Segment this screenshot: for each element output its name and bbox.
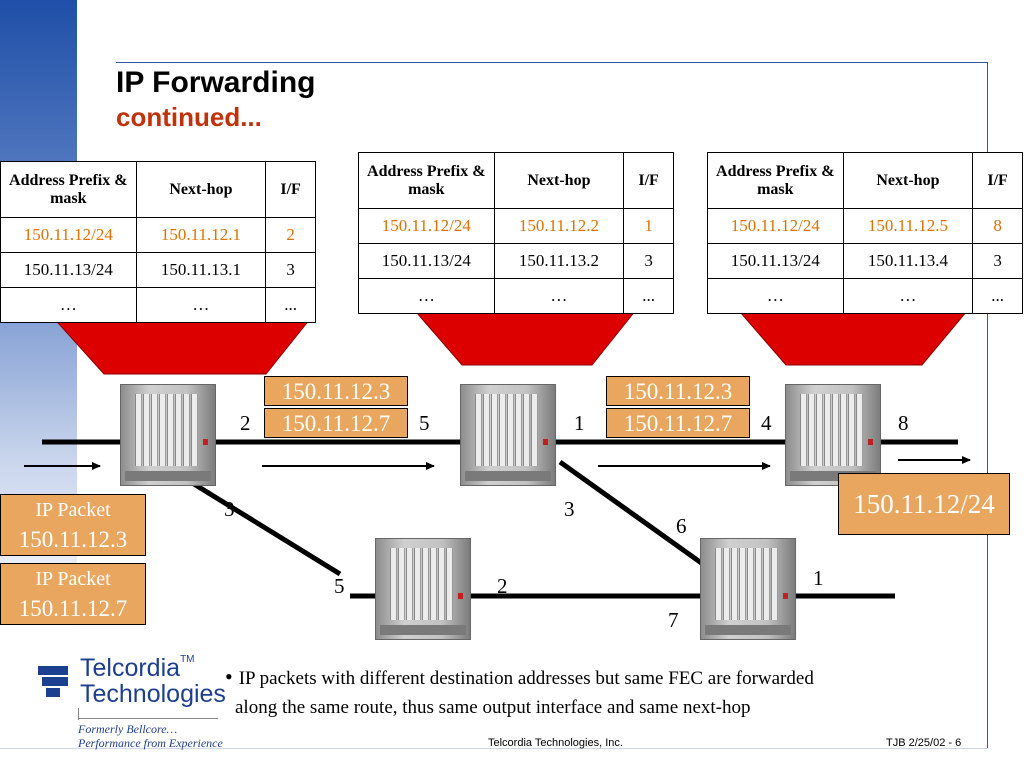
cell-prefix: … xyxy=(358,278,495,314)
interface-label: 4 xyxy=(761,411,772,435)
top-rule xyxy=(116,62,988,63)
cell-prefix: … xyxy=(707,278,844,314)
logo-divider xyxy=(78,708,79,720)
footer-slide-id: TJB 2/25/02 - 6 xyxy=(886,737,962,749)
cell-if: ... xyxy=(623,278,674,314)
routing-table-1: Address Prefix & mask Next-hop I/F 150.1… xyxy=(0,161,316,323)
cell-if: 1 xyxy=(623,208,674,244)
col-header-nexthop: Next-hop xyxy=(135,161,267,218)
col-header-prefix: Address Prefix & mask xyxy=(0,161,137,218)
table-row: 150.11.12/24 150.11.12.2 1 xyxy=(358,208,674,244)
packet-label: IP Packet xyxy=(35,568,111,590)
bottom-rule xyxy=(0,748,988,749)
cell-nexthop: … xyxy=(842,278,974,314)
interface-label: 1 xyxy=(813,566,824,590)
table-header-row: Address Prefix & mask Next-hop I/F xyxy=(707,152,1023,209)
cell-prefix: 150.11.12/24 xyxy=(358,208,495,244)
table-row: … … ... xyxy=(0,287,316,323)
table-row: … … ... xyxy=(358,278,674,314)
table-header-row: Address Prefix & mask Next-hop I/F xyxy=(0,161,316,218)
cell-nexthop: 150.11.13.1 xyxy=(135,252,267,288)
footer-company: Telcordia Technologies, Inc. xyxy=(488,737,623,749)
telcordia-logo-icon: TelcordiaTM Technologies Formerly Bellco… xyxy=(30,650,230,750)
lookup-funnel-icon-1 xyxy=(49,314,315,375)
table-row: … … ... xyxy=(707,278,1023,314)
interface-label: 8 xyxy=(898,411,909,435)
col-header-if: I/F xyxy=(265,161,316,218)
address-box: 150.11.12.7 xyxy=(606,408,750,438)
logo-mark-icon xyxy=(38,666,68,697)
cell-prefix: 150.11.12/24 xyxy=(707,208,844,244)
col-header-nexthop: Next-hop xyxy=(842,152,974,209)
interface-label: 2 xyxy=(497,574,508,598)
table-row: 150.11.13/24 150.11.13.4 3 xyxy=(707,243,1023,279)
table-row: 150.11.13/24 150.11.13.1 3 xyxy=(0,252,316,288)
cell-if: 8 xyxy=(972,208,1023,244)
router-chassis-icon xyxy=(700,538,796,640)
cell-if: ... xyxy=(972,278,1023,314)
logo-name-line1: TelcordiaTM xyxy=(80,654,195,682)
lookup-funnel-icon-2 xyxy=(409,305,641,366)
logo-tagline-1: Formerly Bellcore… xyxy=(78,722,178,736)
side-gradient-bar xyxy=(0,0,77,768)
cell-prefix: 150.11.12/24 xyxy=(0,217,137,253)
bullet-line-2: along the same route, thus same output i… xyxy=(235,697,751,718)
col-header-nexthop: Next-hop xyxy=(493,152,625,209)
interface-label: 5 xyxy=(334,574,345,598)
router-chassis-icon xyxy=(460,384,556,486)
slide-subtitle: continued... xyxy=(116,102,262,132)
cell-prefix: 150.11.13/24 xyxy=(358,243,495,279)
col-header-prefix: Address Prefix & mask xyxy=(707,152,844,209)
right-rule xyxy=(987,62,988,748)
slide-title: IP Forwarding xyxy=(116,66,316,99)
cell-if: 2 xyxy=(265,217,316,253)
router-chassis-icon xyxy=(375,538,471,640)
col-header-if: I/F xyxy=(972,152,1023,209)
cell-nexthop: 150.11.13.2 xyxy=(493,243,625,279)
table-row: 150.11.12/24 150.11.12.5 8 xyxy=(707,208,1023,244)
cell-if: 3 xyxy=(265,252,316,288)
router-chassis-icon xyxy=(785,384,881,486)
logo-divider xyxy=(78,718,218,719)
bullet-line-1: IP packets with different destination ad… xyxy=(238,668,814,689)
interface-label: 2 xyxy=(240,411,251,435)
lookup-funnel-icon-3 xyxy=(733,305,973,366)
bullet-text: •IP packets with different destination a… xyxy=(225,662,965,722)
ip-packet-2: IP Packet 150.11.12.7 xyxy=(0,563,146,625)
bullet-dot: • xyxy=(225,664,233,689)
interface-label: 3 xyxy=(224,497,235,521)
interface-label: 6 xyxy=(676,514,687,538)
cell-nexthop: 150.11.12.5 xyxy=(842,208,974,244)
interface-label: 3 xyxy=(564,497,575,521)
table-row: 150.11.13/24 150.11.13.2 3 xyxy=(358,243,674,279)
packet-address: 150.11.12.7 xyxy=(18,596,128,621)
cell-nexthop: … xyxy=(493,278,625,314)
cell-nexthop: 150.11.13.4 xyxy=(842,243,974,279)
interface-label: 5 xyxy=(419,411,430,435)
cell-nexthop: 150.11.12.2 xyxy=(493,208,625,244)
cell-if: ... xyxy=(265,287,316,323)
packet-label: IP Packet xyxy=(35,499,111,521)
router-chassis-icon xyxy=(120,384,216,486)
routing-table-2: Address Prefix & mask Next-hop I/F 150.1… xyxy=(358,152,674,314)
link-r2-r5 xyxy=(558,459,716,575)
table-row: 150.11.12/24 150.11.12.1 2 xyxy=(0,217,316,253)
address-box: 150.11.12.7 xyxy=(264,408,408,438)
ip-packet-1: IP Packet 150.11.12.3 xyxy=(0,494,146,556)
packet-address: 150.11.12.3 xyxy=(18,527,128,552)
interface-label: 7 xyxy=(668,608,679,632)
interface-label: 1 xyxy=(574,411,585,435)
cell-if: 3 xyxy=(972,243,1023,279)
cell-prefix: … xyxy=(0,287,137,323)
routing-table-3: Address Prefix & mask Next-hop I/F 150.1… xyxy=(707,152,1023,314)
logo-name-line2: Technologies xyxy=(80,680,226,708)
cell-prefix: 150.11.13/24 xyxy=(0,252,137,288)
cell-nexthop: 150.11.12.1 xyxy=(135,217,267,253)
address-box: 150.11.12.3 xyxy=(606,376,750,406)
destination-prefix-box: 150.11.12/24 xyxy=(838,473,1010,535)
address-box: 150.11.12.3 xyxy=(264,376,408,406)
cell-nexthop: … xyxy=(135,287,267,323)
logo-tagline-2: Performance from Experience xyxy=(78,736,223,750)
